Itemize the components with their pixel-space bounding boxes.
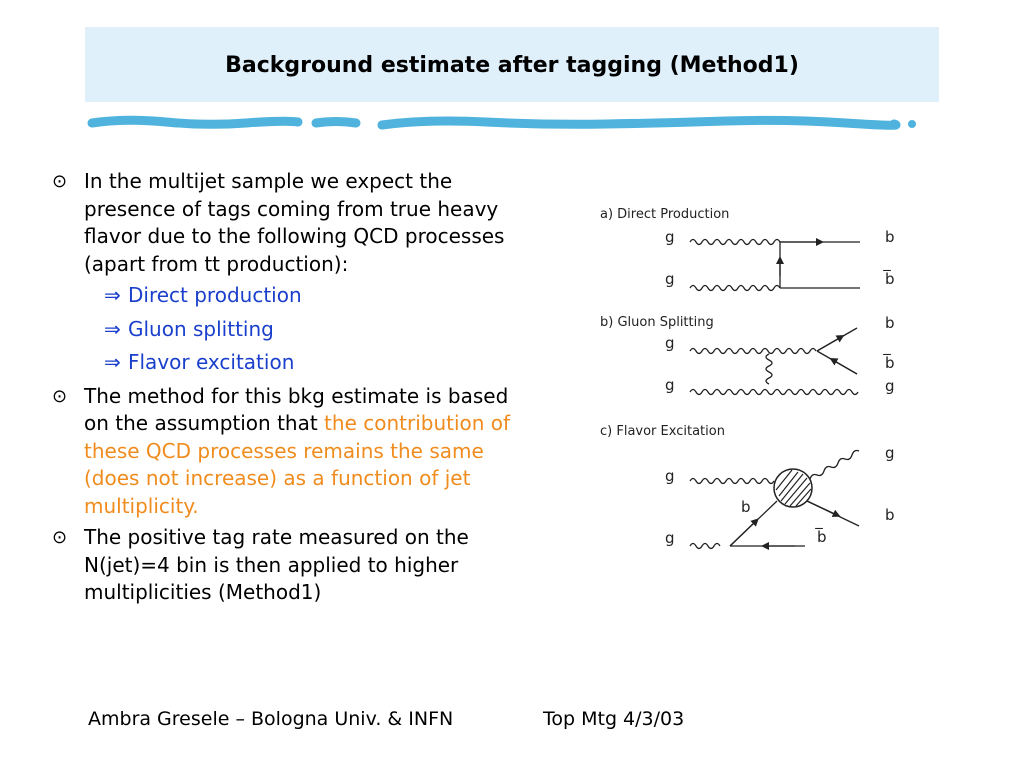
caption-a: a) Direct Production [600, 207, 729, 222]
subitem-label: Flavor excitation [128, 350, 295, 374]
bullet-2-text: The method for this bkg estimate is base… [84, 383, 509, 436]
label-b-in1: g [665, 334, 675, 352]
label-a-in1: g [665, 228, 675, 246]
label-c-out2: b [885, 506, 895, 524]
subitem-flavor-excitation: ⇒ Flavor excitation [52, 349, 512, 377]
circled-dot-icon: ⊙ [52, 385, 68, 407]
subitem-label: Direct production [128, 283, 302, 307]
bullet-list: ⊙ In the multijet sample we expect the p… [52, 168, 512, 611]
caption-b: b) Gluon Splitting [600, 315, 714, 330]
implies-arrow-icon: ⇒ [104, 316, 121, 341]
slide-title: Background estimate after tagging (Metho… [225, 53, 799, 78]
diagram-flavor-excitation: c) Flavor Excitation g g g b b b̅ [600, 424, 895, 550]
circled-dot-icon: ⊙ [52, 171, 68, 192]
title-box: Background estimate after tagging (Metho… [85, 27, 939, 102]
label-b-out3: g [885, 377, 895, 395]
caption-c: c) Flavor Excitation [600, 424, 725, 439]
bullet-2: ⊙ The method for this bkg estimate is ba… [52, 383, 512, 521]
diagram-gluon-splitting: b) Gluon Splitting g g b b̅ g [600, 314, 895, 396]
label-c-low: b̅ [815, 527, 827, 546]
decorative-brush-rule [87, 115, 916, 130]
footer-meeting: Top Mtg 4/3/03 [543, 708, 685, 730]
label-c-mid: b [741, 498, 751, 516]
label-a-out2: b̅ [883, 269, 895, 288]
label-b-out1: b [885, 314, 895, 332]
subitem-label: Gluon splitting [128, 316, 274, 341]
label-b-in2: g [665, 376, 675, 394]
feynman-diagrams: a) Direct Production g g b b̅ b) Gluon S… [600, 207, 895, 550]
label-a-out1: b [885, 228, 895, 246]
label-b-out2: b̅ [883, 353, 895, 372]
bullet-3: ⊙ The positive tag rate measured on the … [52, 524, 512, 607]
subitem-gluon-splitting: ⇒ Gluon splitting [52, 316, 512, 344]
implies-arrow-icon: ⇒ [104, 350, 121, 374]
circled-dot-icon: ⊙ [52, 527, 68, 548]
bullet-3-text: The positive tag rate measured on the N(… [84, 525, 469, 604]
label-c-in1: g [665, 467, 675, 485]
label-a-in2: g [665, 270, 675, 288]
bullet-1: ⊙ In the multijet sample we expect the p… [52, 168, 512, 278]
label-c-out1: g [885, 444, 895, 462]
footer-author: Ambra Gresele – Bologna Univ. & INFN [88, 708, 454, 730]
bullet-2-highlight: the contribution of these QCD processes … [84, 411, 511, 518]
diagram-direct-production: a) Direct Production g g b b̅ [600, 207, 895, 292]
implies-arrow-icon: ⇒ [104, 283, 121, 307]
subitem-direct-production: ⇒ Direct production [52, 282, 512, 310]
label-c-in2: g [665, 529, 675, 547]
bullet-1-text: In the multijet sample we expect the pre… [84, 169, 505, 276]
